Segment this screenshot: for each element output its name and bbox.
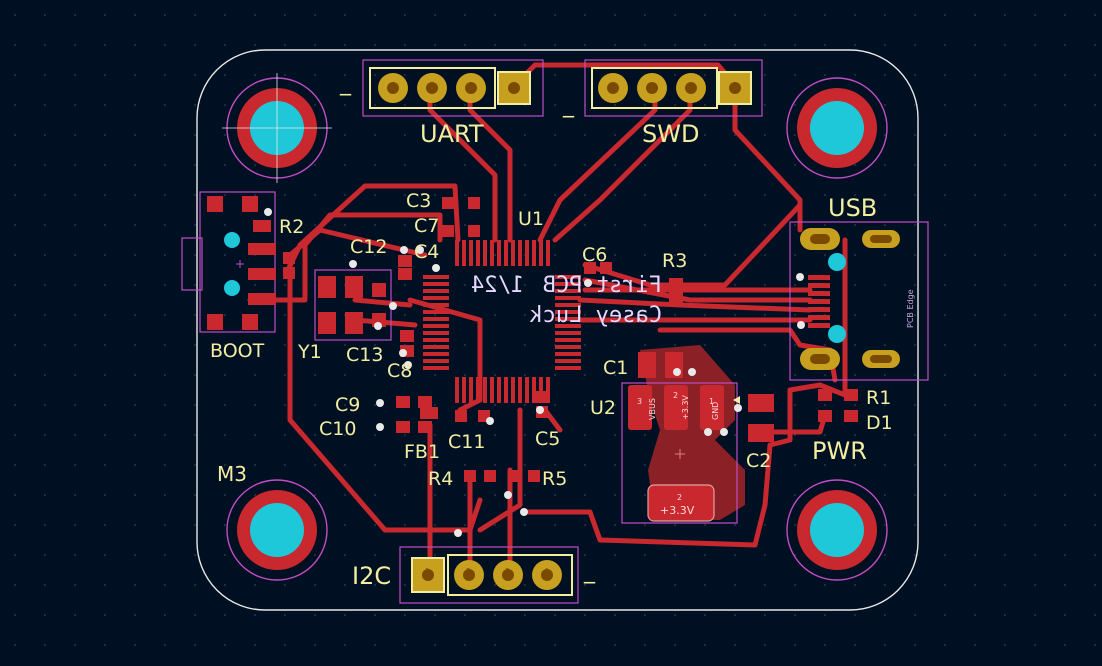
mounting-hole-tr[interactable]: [786, 77, 888, 179]
label-m3: M3: [217, 462, 247, 486]
label-usb: USB: [828, 194, 877, 222]
svg-text:2: 2: [466, 567, 470, 575]
i2c-header[interactable]: [411, 554, 573, 596]
label-pcb-edge: PCB Edge: [906, 289, 915, 328]
svg-text:2: 2: [673, 391, 678, 400]
ref-c11: C11: [448, 431, 485, 453]
i2c-pin-numbers: 1 2 3 4: [425, 567, 549, 575]
svg-text:First PCB: First PCB: [543, 273, 662, 298]
svg-text:VBUS: VBUS: [648, 398, 657, 420]
svg-text:+3.3V: +3.3V: [681, 395, 690, 420]
ref-u1: U1: [518, 208, 544, 230]
ref-c3: C3: [406, 190, 431, 212]
mounting-hole-br[interactable]: [786, 479, 888, 581]
mounting-hole-tl[interactable]: [222, 73, 332, 183]
label-swd: SWD: [642, 120, 699, 148]
passive-pads[interactable]: [253, 197, 858, 482]
vias: [264, 208, 805, 537]
ref-c1: C1: [603, 357, 628, 379]
svg-text:1: 1: [709, 397, 714, 406]
ref-c7: C7: [414, 215, 439, 237]
label-pwr: PWR: [812, 437, 867, 465]
ref-c9: C9: [335, 394, 360, 416]
ref-c6: C6: [582, 244, 607, 266]
ref-c2: C2: [746, 450, 771, 472]
svg-text:GND: GND: [711, 402, 720, 420]
ref-c8: C8: [387, 360, 412, 382]
u2-regulator[interactable]: [628, 385, 740, 522]
ref-c4: C4: [414, 241, 439, 263]
label-uart: UART: [420, 120, 484, 148]
ref-fb1: FB1: [404, 441, 440, 463]
ref-r4: R4: [428, 468, 453, 490]
dash-swd: _: [562, 93, 575, 118]
ref-c12: C12: [350, 236, 387, 258]
courtyards: [199, 59, 929, 604]
ref-c13: C13: [346, 344, 383, 366]
ref-r2: R2: [279, 216, 304, 238]
ref-c10: C10: [319, 418, 356, 440]
dash-i2c: _: [583, 559, 596, 584]
boot-switch[interactable]: [181, 196, 276, 330]
ref-u2: U2: [590, 397, 616, 419]
ref-y1: Y1: [297, 341, 322, 363]
usb-connector[interactable]: [800, 228, 900, 370]
silkscreen-labels: UART SWD USB BOOT I2C PWR M3 _ _ _ PCB E…: [210, 71, 915, 590]
svg-text:1/24: 1/24: [471, 273, 524, 298]
ref-d1: D1: [866, 412, 893, 434]
y1-crystal[interactable]: [318, 276, 386, 334]
ref-r3: R3: [662, 250, 687, 272]
label-i2c: I2C: [352, 562, 391, 590]
swd-header[interactable]: [591, 67, 752, 109]
svg-text:Casey Luck: Casey Luck: [530, 303, 662, 328]
u2-pad-labels: 3 2 1 VBUS +3.3V GND 2 +3.3V: [637, 391, 720, 517]
ref-r1: R1: [866, 387, 891, 409]
u1-bottom-pins: [455, 377, 550, 403]
svg-text:3: 3: [637, 397, 642, 406]
back-silkscreen: First PCB Casey Luck 1/24: [471, 273, 662, 328]
ref-r5: R5: [542, 468, 567, 490]
svg-text:3: 3: [505, 567, 509, 575]
svg-text:2: 2: [677, 493, 682, 502]
svg-text:4: 4: [544, 567, 549, 575]
board-edge: [196, 49, 919, 611]
label-boot: BOOT: [210, 340, 265, 362]
uart-header[interactable]: [369, 67, 531, 109]
svg-text:+3.3V: +3.3V: [660, 504, 695, 517]
u1-right-pins: [555, 275, 581, 370]
u1-mcu[interactable]: [423, 240, 581, 403]
u1-top-pins: [455, 240, 550, 266]
svg-text:1: 1: [425, 567, 429, 575]
dash-uart: _: [339, 71, 352, 96]
u1-left-pins: [423, 275, 449, 370]
ref-c5: C5: [535, 428, 560, 450]
mounting-hole-bl[interactable]: [226, 479, 328, 581]
